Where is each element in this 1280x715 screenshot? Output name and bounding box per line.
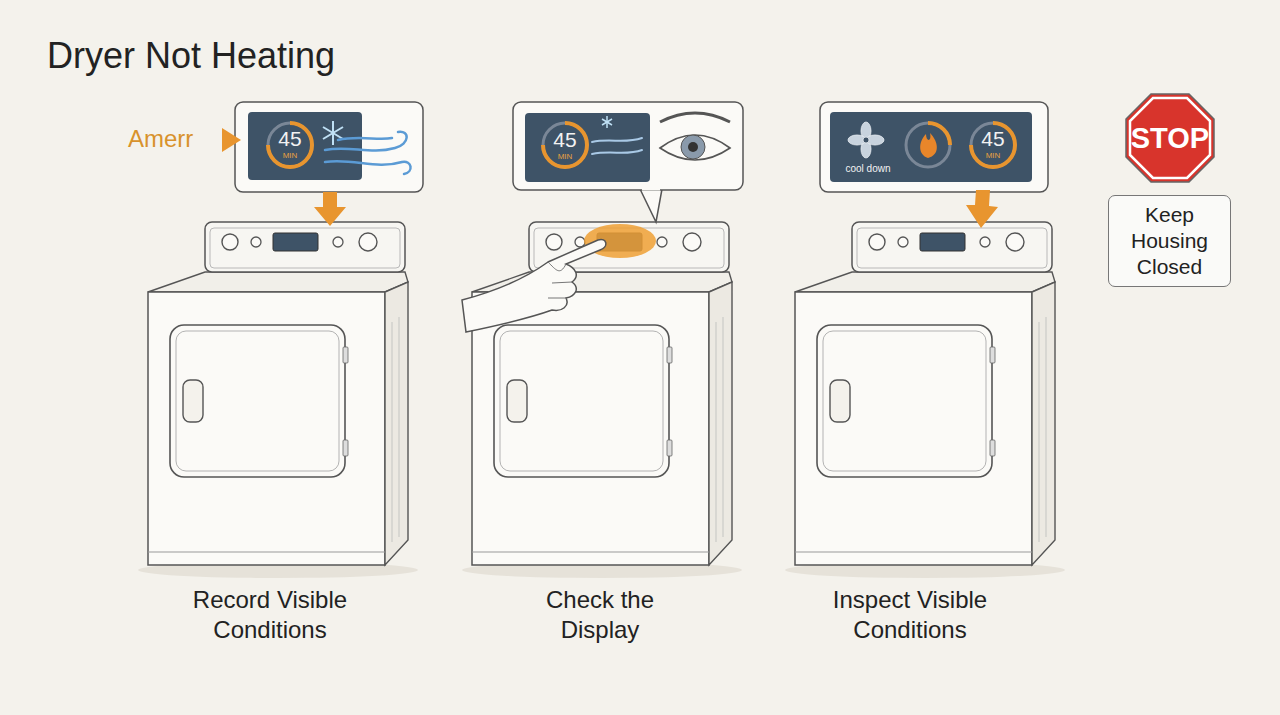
eye-pupil — [688, 142, 698, 152]
pointer-arrow — [966, 190, 998, 228]
snowflake-line — [323, 127, 343, 139]
step-caption: Check the Display — [520, 585, 680, 645]
timer-unit: MIN — [265, 151, 315, 161]
pointer-arrow — [314, 192, 346, 226]
wind-icon — [592, 138, 642, 154]
wind-line — [325, 132, 407, 151]
eye-outline — [660, 135, 730, 160]
pointer-triangle — [222, 128, 241, 152]
diagram-title: Dryer Not Heating — [47, 34, 335, 78]
timer-ring — [268, 123, 312, 167]
fan-icon — [848, 122, 884, 158]
callout-label: Amerr — [128, 124, 220, 154]
fan-blade — [861, 122, 871, 140]
heat-ring — [906, 123, 950, 167]
flame-icon — [920, 133, 937, 158]
snowflake-line — [606, 116, 608, 128]
timer-arc — [543, 123, 587, 167]
timer-arc — [971, 123, 1015, 167]
dryer-1 — [138, 222, 418, 578]
display-screen: cool down 45MIN — [830, 112, 1032, 182]
mode-text: cool down — [830, 163, 906, 175]
hand-creases — [548, 262, 572, 298]
step-caption: Inspect Visible Conditions — [805, 585, 1015, 645]
display-screen: 45MIN — [525, 113, 650, 182]
warning-text: Keep Housing Closed — [1117, 202, 1222, 280]
snowflake-line — [602, 119, 612, 125]
timer-ring — [971, 123, 1015, 167]
fan-hub — [863, 137, 869, 143]
tail-join — [642, 188, 660, 191]
bubble-tail — [640, 189, 662, 222]
snowflake-line — [332, 121, 334, 145]
octagon-outer — [1126, 94, 1214, 182]
snowflake-line — [323, 127, 343, 139]
wind-line — [338, 138, 392, 140]
wind-line — [592, 138, 642, 142]
wind-icon — [325, 132, 411, 174]
dryer-2 — [462, 222, 742, 578]
timer-ring — [543, 123, 587, 167]
timer-unit: MIN — [968, 151, 1018, 161]
step-caption: Record Visible Conditions — [165, 585, 375, 645]
callout-bubble — [513, 102, 743, 190]
fan-blade — [848, 135, 866, 145]
fan-blade — [861, 140, 871, 158]
dryer-3 — [785, 222, 1065, 578]
timer-value: 45 — [968, 128, 1018, 150]
wind-line — [592, 150, 642, 154]
timer-unit: MIN — [540, 152, 590, 162]
callout-bubble — [820, 102, 1048, 192]
display-screen: 45MIN — [248, 112, 362, 180]
timer-arc — [268, 123, 312, 167]
eye-iris — [681, 135, 705, 159]
stop-text: STOP — [1125, 120, 1215, 156]
snowflake-line — [602, 119, 612, 125]
pointing-hand — [462, 239, 606, 332]
eyebrow — [660, 113, 730, 122]
wind-line — [325, 161, 411, 174]
timer-value: 45 — [540, 129, 590, 151]
snowflake-icon — [602, 116, 612, 128]
timer-value: 45 — [265, 128, 315, 150]
fan-blade — [866, 135, 884, 145]
warning-box: Keep Housing Closed — [1108, 195, 1231, 287]
callout-bubble — [235, 102, 423, 192]
heat-arc — [928, 123, 950, 145]
stop-sign: STOP — [1125, 93, 1215, 183]
snowflake-icon — [323, 121, 343, 145]
